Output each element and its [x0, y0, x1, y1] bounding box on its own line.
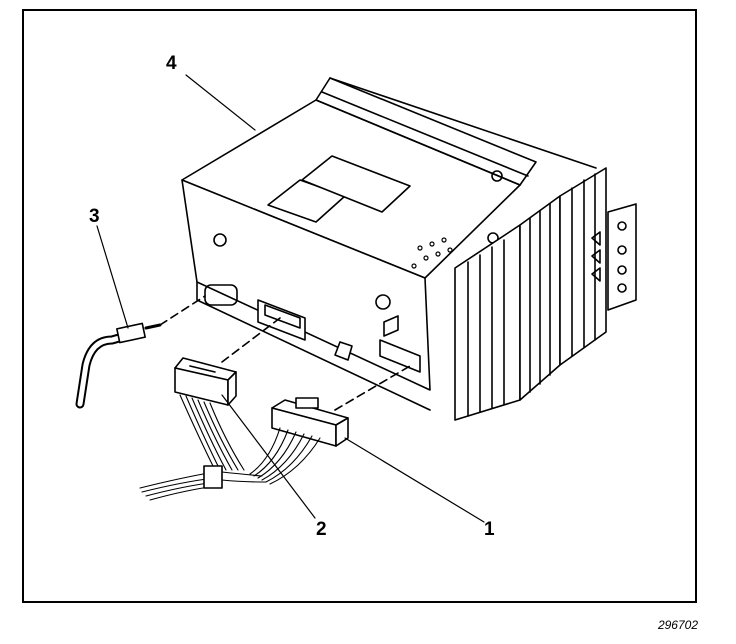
- wiring-bundle: [139, 394, 321, 501]
- harness-connector-1: [271, 365, 411, 447]
- figure-id: 296702: [657, 618, 698, 632]
- leader-lines: [96, 74, 485, 523]
- diagram-frame: [22, 9, 697, 603]
- callout-3: 3: [89, 206, 100, 227]
- radio-receiver-body: [181, 77, 597, 411]
- callout-4: 4: [166, 53, 177, 74]
- heat-sink-fins: [454, 167, 607, 421]
- harness-connector-2: [174, 317, 281, 406]
- callout-1: 1: [484, 519, 495, 540]
- rear-sockets: [204, 284, 421, 373]
- antenna-lead: [75, 295, 206, 409]
- callout-2: 2: [316, 519, 327, 540]
- mounting-bracket: [591, 203, 637, 311]
